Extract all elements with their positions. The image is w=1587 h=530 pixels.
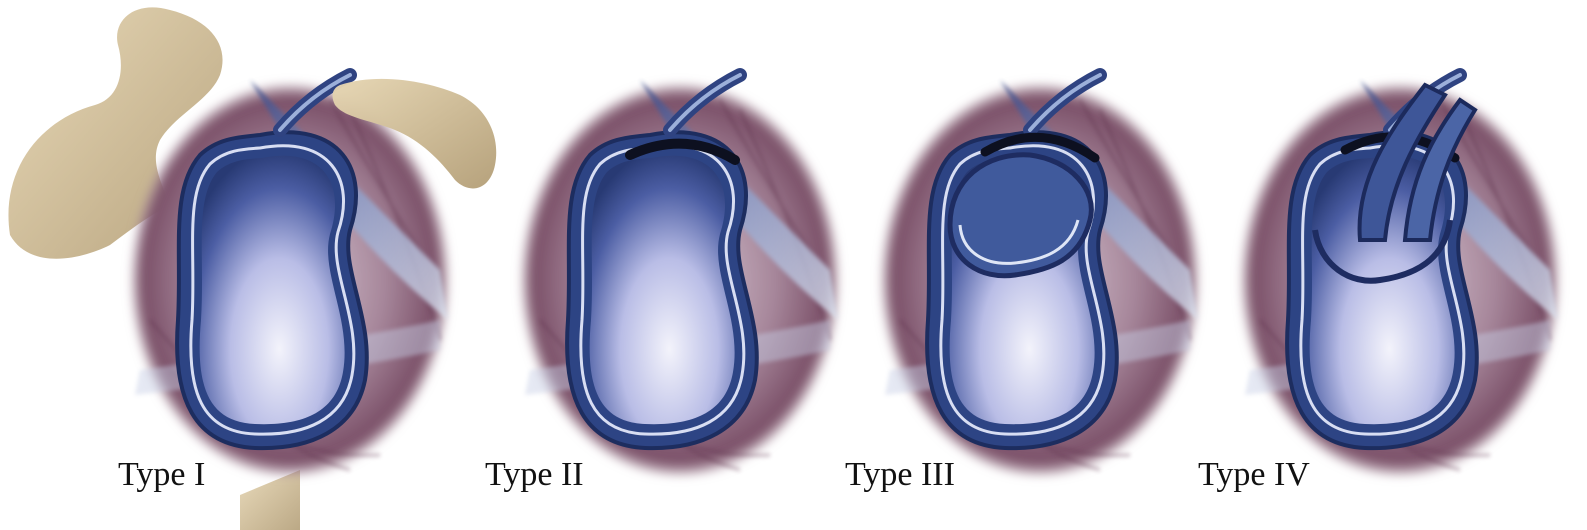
- label-type-2: Type II: [485, 458, 584, 492]
- label-type-3: Type III: [845, 458, 955, 492]
- bucket-handle-tear: [950, 155, 1091, 276]
- label-type-1: Type I: [118, 458, 205, 492]
- label-type-4: Type IV: [1198, 458, 1310, 492]
- panel-type-4: [1242, 75, 1558, 475]
- panel-type-2: [522, 75, 838, 475]
- panel-type-1: [132, 75, 448, 475]
- panel-type-3: [882, 75, 1198, 475]
